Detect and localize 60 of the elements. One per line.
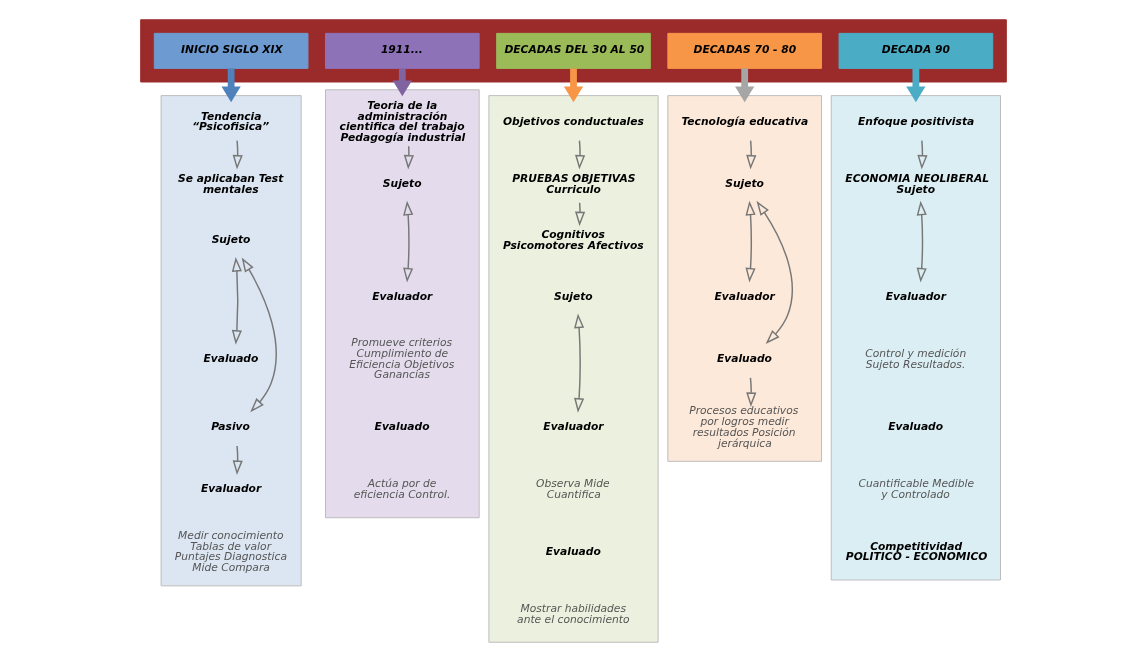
node-box: DECADA 90 <box>838 32 994 69</box>
node-text: Evaluado <box>203 351 259 365</box>
arrow <box>241 257 277 413</box>
node-text: Evaluador <box>543 420 604 434</box>
node-text: Cognitivos Psicomotores Afectivos <box>502 228 644 253</box>
node-text: Cuantificable Medible y Controlado <box>858 477 975 502</box>
node-box: DECADAS 70 - 80 <box>667 32 822 69</box>
node-text: Evaluador <box>200 482 262 496</box>
node-text: Competitividad POLITICO - ECONOMICO <box>845 539 988 564</box>
node-text: Control y medición Sujeto Resultados. <box>865 347 967 371</box>
node-text: Evaluado <box>888 420 944 434</box>
node-text: Sujeto <box>725 176 764 190</box>
node-text: Evaluador <box>885 289 946 303</box>
node-text: Enfoque positivista <box>858 114 975 128</box>
node-text: ECONOMIA NEOLIBERAL Sujeto <box>845 171 990 196</box>
node-text: Se aplicaban Test mentales <box>178 171 284 196</box>
arrow <box>575 202 586 227</box>
arrow <box>756 200 794 345</box>
node-text: Sujeto <box>211 233 251 247</box>
cluster <box>488 95 659 643</box>
arrow <box>563 68 584 103</box>
node-box: INICIO SIGLO XIX <box>153 32 309 69</box>
node-text: Evaluador <box>714 289 775 303</box>
arrow <box>575 139 586 170</box>
node-text: PRUEBAS OBJETIVAS Curriculo <box>512 171 636 196</box>
node-text: Pasivo <box>211 420 250 434</box>
arrow <box>574 313 585 413</box>
node-text: Promueve criterios Cumplimiento de Eficiencia Objetivos Ganancias <box>349 336 455 382</box>
cluster <box>160 95 302 587</box>
node-box: DECADAS DEL 30 AL 50 <box>496 32 651 69</box>
node-box: 1911... <box>325 32 480 69</box>
node-text: Sujeto <box>554 289 593 303</box>
arrow <box>906 68 926 103</box>
node-text: Actúa por de eficiencia Control. <box>353 477 451 502</box>
node-text: Tecnología educativa <box>681 114 809 128</box>
node-text: Procesos educativos por logros medir resultados Posición jerárquica <box>689 404 799 450</box>
arrow <box>916 200 927 283</box>
arrow <box>221 68 241 103</box>
cluster <box>325 89 480 519</box>
arrow <box>917 139 928 170</box>
node-text: Mostrar habilidades ante el conocimiento <box>517 601 630 626</box>
arrow <box>403 145 414 170</box>
arrow <box>735 68 755 103</box>
node-text: Teoria de la administración cientifica del trabajo Pedagogía industrial <box>339 99 466 145</box>
node-text: Observa Mide Cuantifica <box>536 477 610 502</box>
node-text: Tendencia “Psicofisica” <box>192 109 270 134</box>
arrow <box>745 200 756 283</box>
arrow <box>403 200 414 283</box>
arrow <box>231 257 242 345</box>
node-text: Evaluado <box>716 351 772 365</box>
arrow <box>746 377 757 408</box>
node-text: Evaluado <box>374 420 430 434</box>
node-text: Evaluador <box>372 289 433 303</box>
node-text: Medir conocimiento Tablas de valor Puntajes Diagnostica Mide Compara <box>174 528 287 575</box>
cluster <box>667 95 822 462</box>
cluster <box>830 95 1001 581</box>
node-text: Evaluado <box>545 544 601 558</box>
arrow <box>746 139 757 170</box>
node-text: Sujeto <box>382 176 422 190</box>
node-text: Objetivos conductuales <box>502 114 644 128</box>
